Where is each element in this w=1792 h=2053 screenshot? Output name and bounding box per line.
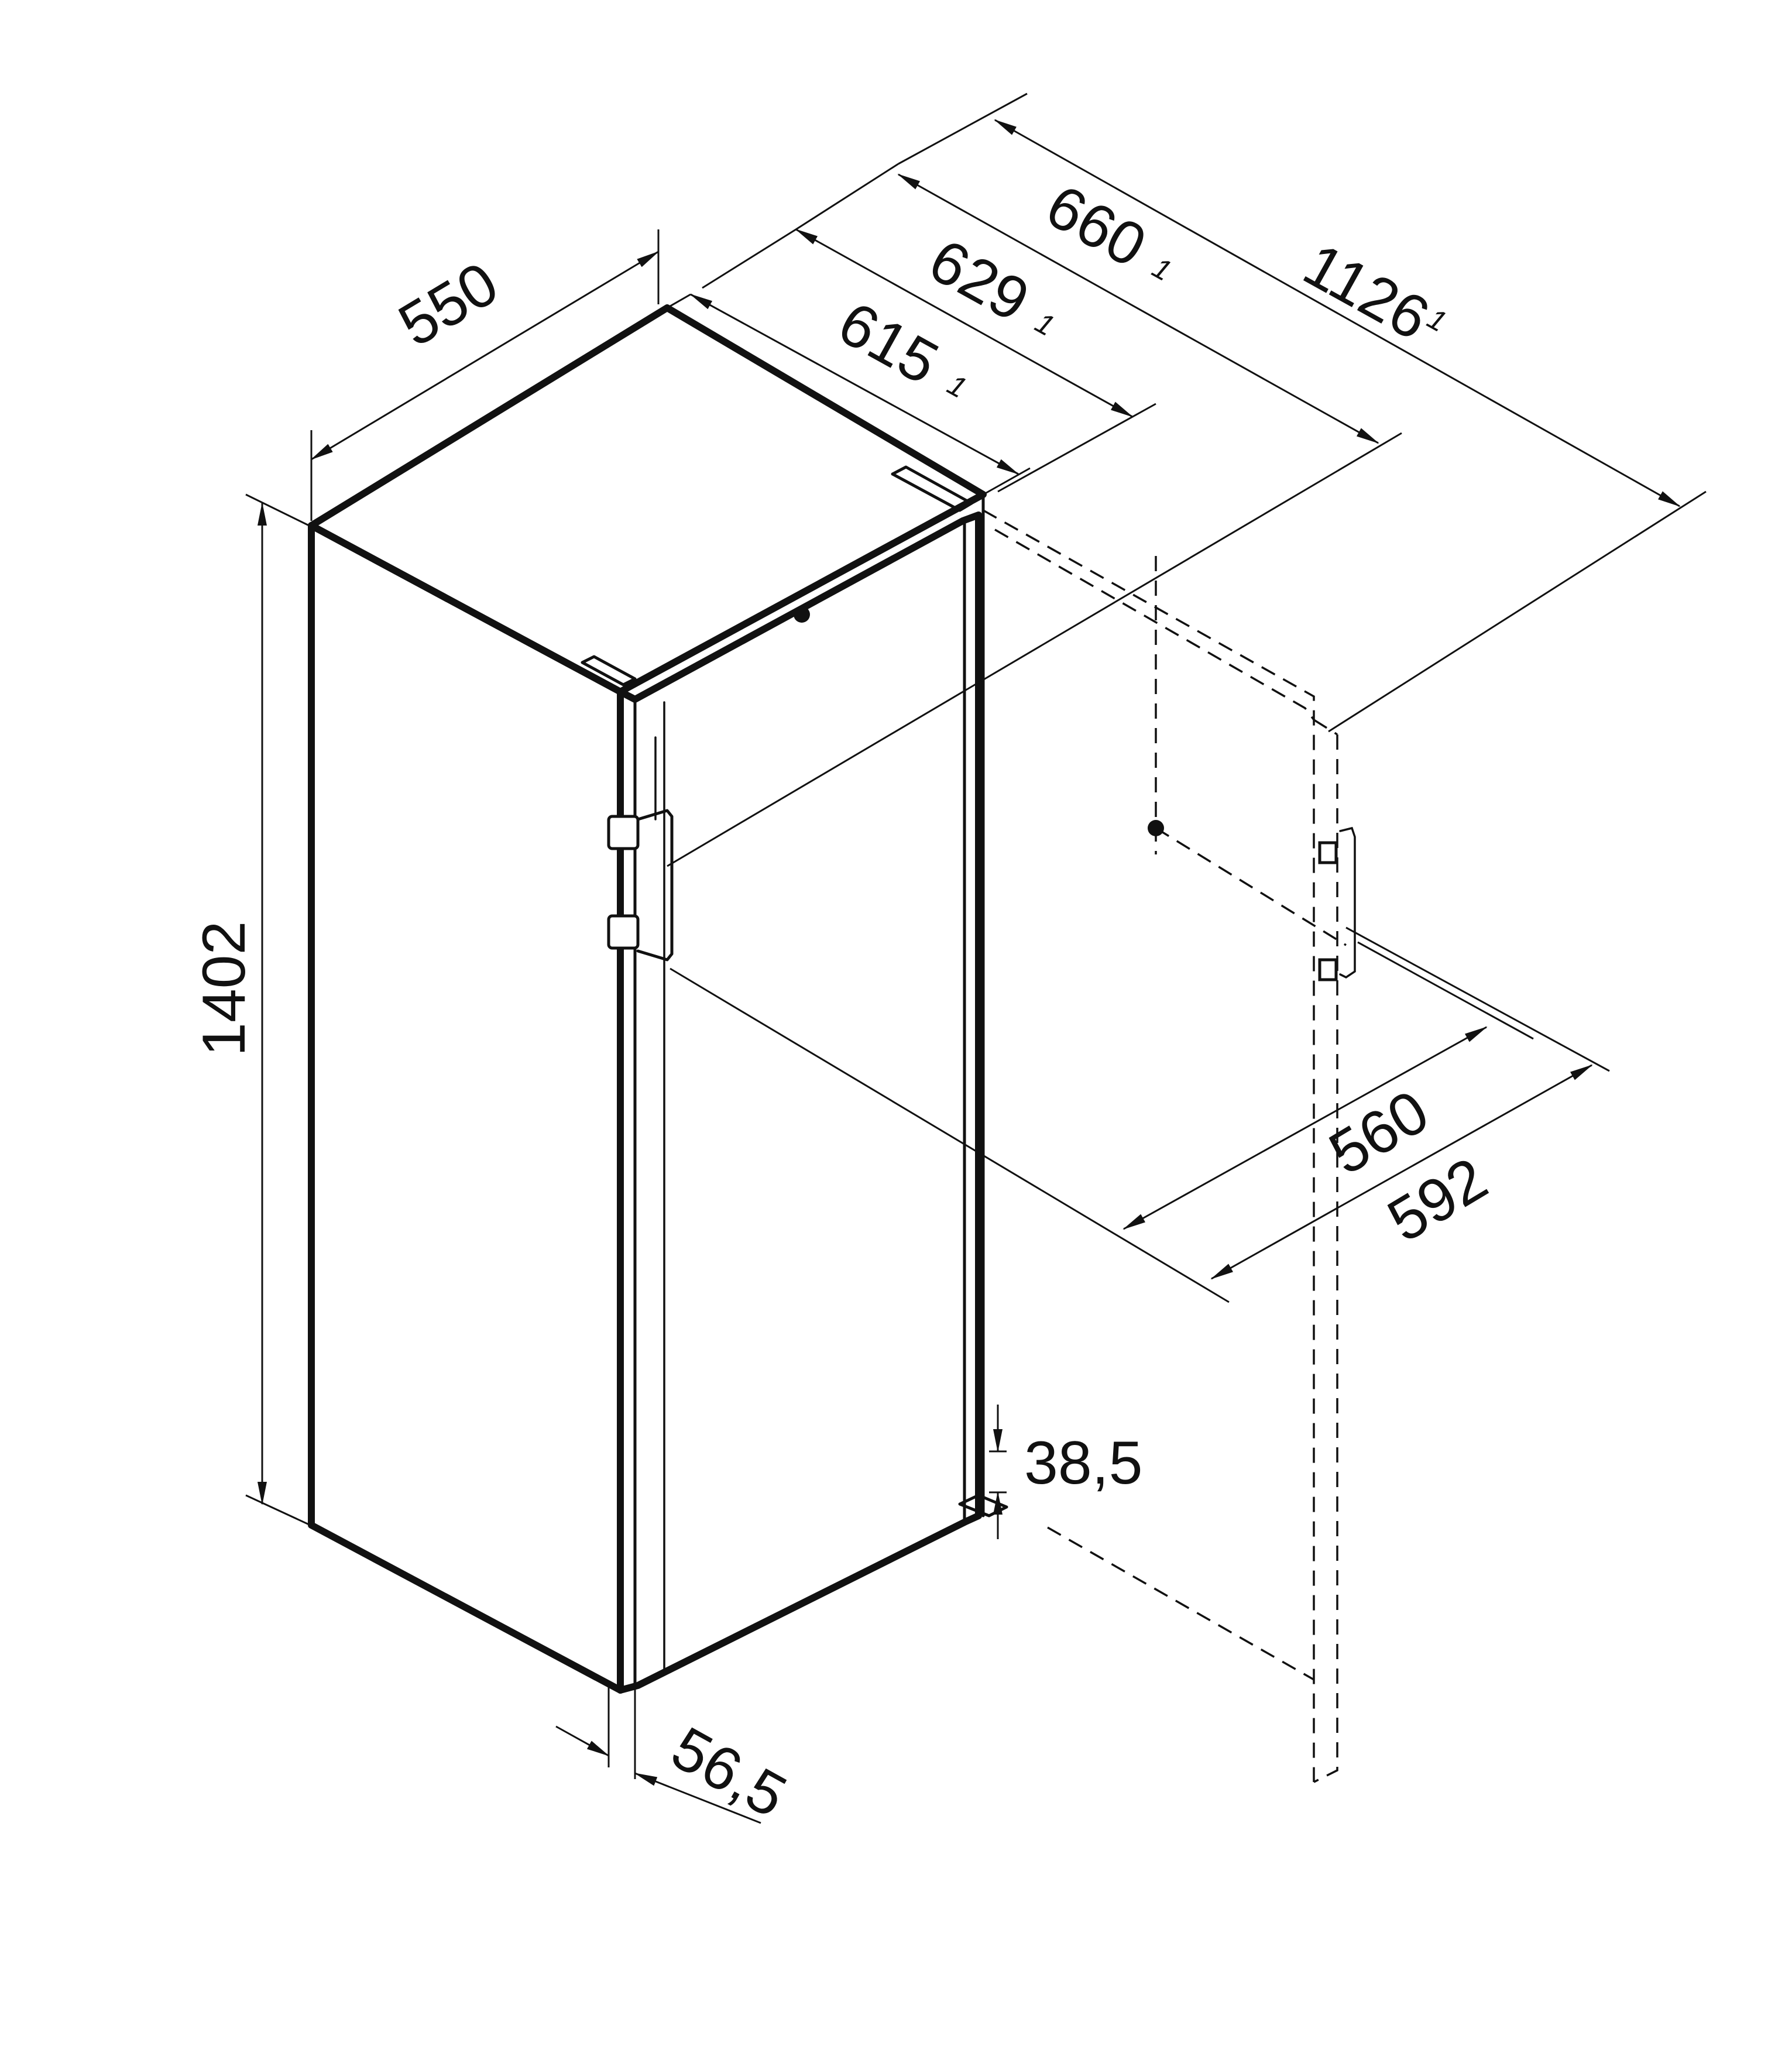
door-handle (607, 736, 674, 962)
appliance-body (308, 304, 1008, 1694)
open-door-pivot-dot (1148, 820, 1164, 836)
open-door-outline (983, 509, 1356, 1783)
dim-depth-660 (667, 163, 1402, 867)
dim-width-label: 550 (387, 249, 509, 360)
dim-width (310, 229, 660, 521)
dim-door-offset-label: 38,5 (1024, 1429, 1142, 1497)
dim-depth-660-footnote: 1 (1147, 251, 1177, 287)
dim-depth-1126 (898, 92, 1707, 733)
dim-door-thickness (555, 1685, 761, 1824)
dim-depth-1126-label: 1126 (1293, 231, 1440, 353)
cabinet-side-face (308, 522, 624, 1694)
dim-height-label: 1402 (190, 921, 258, 1056)
door-pivot-dot (794, 606, 810, 623)
open-door-handle (1318, 826, 1356, 981)
dim-depth-629-footnote: 1 (1030, 306, 1060, 342)
dim-door-swing (670, 926, 1610, 1303)
dim-door-thickness-label: 56,5 (661, 1714, 797, 1831)
dim-door-offset (989, 1405, 1007, 1539)
left-hinge-cover (581, 655, 637, 686)
dim-height (245, 493, 310, 1526)
door-front (617, 511, 982, 1694)
dim-depth-660-label: 660 (1035, 172, 1157, 281)
bottom-hinge (958, 1494, 1008, 1518)
dim-depth-615-footnote: 1 (942, 368, 972, 404)
